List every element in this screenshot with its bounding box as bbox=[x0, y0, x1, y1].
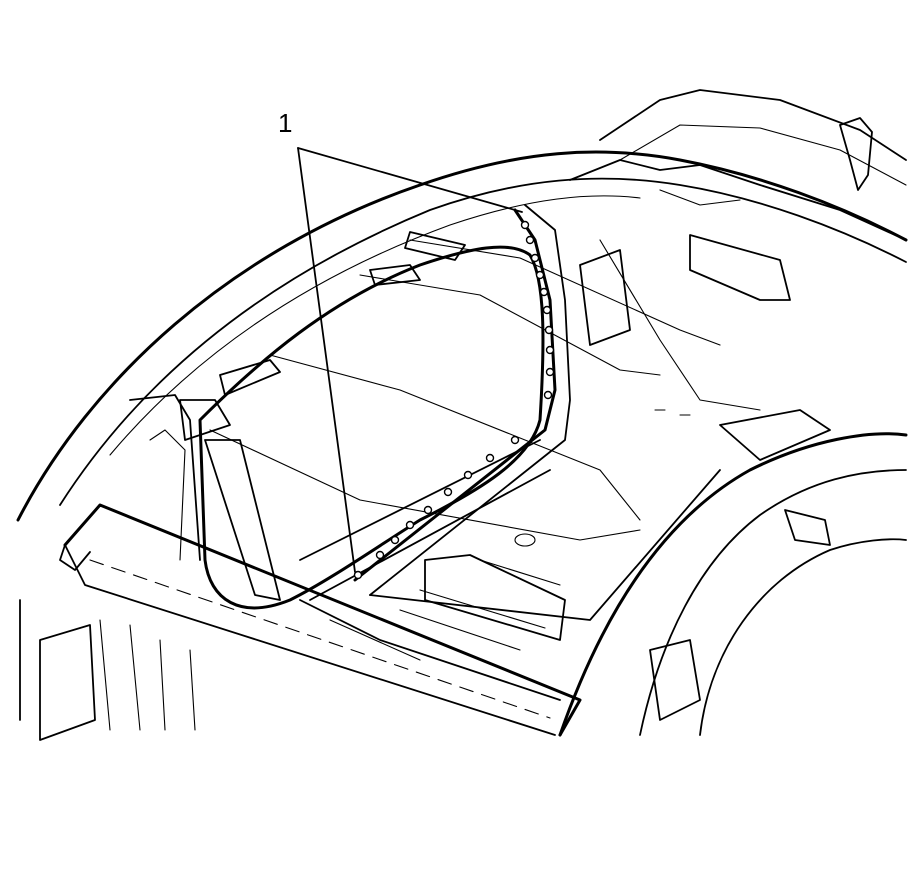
bow-bracket-1 bbox=[179, 399, 231, 441]
left-door-opening bbox=[19, 599, 96, 741]
roof-opening-outline bbox=[198, 245, 545, 610]
rear-panel-pocket bbox=[579, 249, 631, 346]
rear-bracket-small bbox=[784, 509, 831, 546]
callout-label-1: 1 bbox=[278, 108, 293, 138]
floor-holes bbox=[514, 409, 691, 547]
cowl-bar-end-cap bbox=[59, 544, 91, 571]
roof-rail-line bbox=[109, 195, 641, 456]
floor-panel-edge bbox=[299, 469, 721, 701]
floor-ribs bbox=[329, 559, 561, 661]
rear-crossmember bbox=[719, 409, 831, 461]
a-pillar-inner bbox=[149, 429, 186, 561]
rear-panel-edge bbox=[569, 159, 907, 241]
left-side-panel-lines bbox=[99, 619, 196, 731]
rear-panel-details bbox=[599, 189, 761, 411]
roof-inner-edge bbox=[59, 177, 907, 506]
a-pillar-outer bbox=[129, 394, 201, 561]
bow-bracket-4 bbox=[404, 231, 466, 261]
bracket-right bbox=[839, 117, 873, 191]
rear-arch-trim bbox=[649, 639, 701, 721]
floor-bracket bbox=[424, 554, 566, 641]
rear-header-inner bbox=[619, 124, 907, 186]
cowl-bar-top bbox=[63, 503, 582, 737]
bow-bracket-3 bbox=[369, 264, 421, 286]
bow-bracket-2 bbox=[219, 359, 281, 396]
roof-bow-front bbox=[209, 429, 641, 541]
weld-seam-dots bbox=[353, 220, 555, 580]
cowl-bar-face bbox=[64, 544, 556, 736]
callout-1-leader-lower bbox=[297, 147, 356, 573]
roof-bow-rear bbox=[359, 274, 661, 376]
roof-bow-rearmost bbox=[409, 239, 721, 346]
rear-panel-window bbox=[689, 234, 791, 301]
center-pillar-left-edge bbox=[353, 208, 557, 582]
callout-1-leader-upper bbox=[297, 147, 523, 213]
center-pillar-right-edge bbox=[369, 204, 571, 596]
roof-outer-edge bbox=[16, 150, 908, 522]
roof-bow-middle bbox=[269, 354, 641, 521]
rear-header-edge bbox=[599, 89, 907, 161]
rear-door-arch-outer bbox=[558, 432, 908, 737]
rear-door-arch-inner bbox=[639, 469, 907, 736]
roof-bow-center bbox=[299, 439, 551, 601]
rear-wheelhouse bbox=[699, 538, 907, 736]
left-pillar-brace bbox=[204, 439, 281, 601]
cowl-bar-hidden-line bbox=[89, 559, 551, 719]
